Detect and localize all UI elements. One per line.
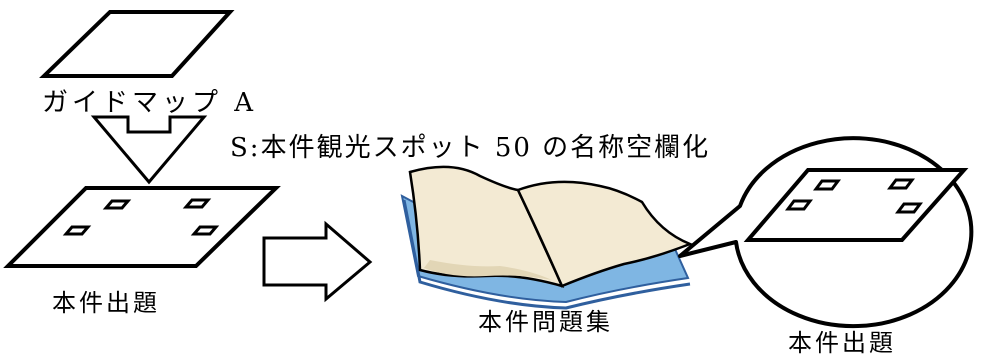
question-map-left-shape [3, 186, 281, 268]
down-arrow-icon [90, 115, 208, 185]
blank-spot-marker [62, 225, 92, 236]
zoom-bubble [678, 136, 974, 329]
blank-spot-marker [813, 179, 841, 191]
blank-spot-marker [182, 198, 212, 209]
book-icon [400, 165, 694, 310]
book-spine-line [517, 189, 563, 287]
guide-map-label: ガイドマップ A [42, 88, 258, 118]
question-left-label: 本件出題 [52, 289, 160, 317]
blank-spot-marker [102, 199, 132, 210]
blank-spot-marker [785, 199, 813, 211]
book-cover-edge [402, 199, 691, 310]
problem-collection-label: 本件問題集 [478, 308, 613, 336]
right-arrow-icon [262, 220, 373, 303]
blank-spot-marker [190, 225, 220, 236]
question-map-left [3, 186, 281, 268]
step-description-label: S:本件観光スポット 50 の名称空欄化 [230, 133, 711, 163]
blank-spot-marker [895, 202, 923, 214]
blank-spot-marker [887, 178, 915, 190]
question-map-zoom-shape [743, 168, 969, 242]
guide-map-a-shape [39, 10, 235, 78]
question-zoom-label: 本件出題 [788, 329, 896, 357]
book-page-shadow [424, 260, 552, 280]
